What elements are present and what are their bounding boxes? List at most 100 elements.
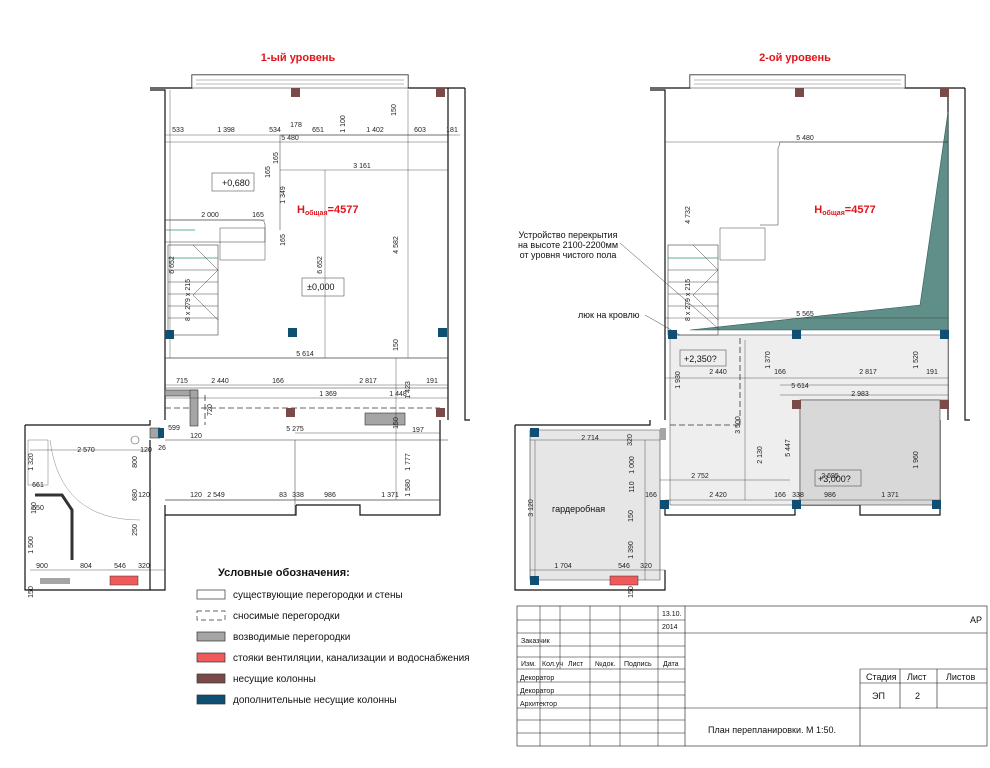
dimension-label: 1 423 <box>405 381 412 399</box>
dimension-label: 599 <box>168 425 180 432</box>
dimension-label: 2 983 <box>851 391 869 398</box>
dimension-label: 1 500 <box>28 536 35 554</box>
svg-text:Дата: Дата <box>663 661 679 668</box>
dimension-label: 1 520 <box>913 351 920 369</box>
dimension-label: 197 <box>412 427 424 434</box>
legend-label: дополнительные несущие колонны <box>233 695 397 706</box>
dimension-label: 1 777 <box>405 453 412 471</box>
dimension-label: 1 704 <box>554 563 572 570</box>
dimension-label: 1 390 <box>628 541 635 559</box>
dimension-label: 150 <box>628 510 635 522</box>
tb-stage: ЭП <box>872 691 885 701</box>
dimension-label: 2 817 <box>859 369 877 376</box>
dimension-label: 2 440 <box>709 369 727 376</box>
dimension-label: 2 440 <box>211 378 229 385</box>
dimension-label: 5 480 <box>796 135 814 142</box>
dimension-label: 1 398 <box>217 127 235 134</box>
dimension-label: 651 <box>312 127 324 134</box>
dimension-label: 1 448 <box>389 391 407 398</box>
tb-role-3: Архитектор <box>520 701 557 708</box>
dimension-label: 165 <box>280 234 287 246</box>
elevation-mark-zero: ±0,000 <box>307 282 334 292</box>
dimension-label: 166 <box>774 369 786 376</box>
dimension-label: 546 <box>114 563 126 570</box>
stairs-dim-l2: 8 x 279 x 215 <box>685 279 692 321</box>
note-line-2: на высоте 2100-2200мм <box>518 240 618 250</box>
extra-column <box>438 328 447 337</box>
legend-swatch <box>196 694 226 705</box>
window-top <box>191 74 409 89</box>
dimension-label: 2 817 <box>359 378 377 385</box>
dimension-label: 320 <box>627 434 634 446</box>
level-1-plan: 1-ый уровень <box>24 52 470 598</box>
dimension-label: 165 <box>252 212 264 219</box>
dimension-label: 720 <box>207 404 214 416</box>
dimension-label: 150 <box>393 417 400 429</box>
legend-label: сносимые перегородки <box>233 611 340 622</box>
dimension-label: 5 565 <box>796 311 814 318</box>
title-block <box>516 605 988 747</box>
dimension-label: 150 <box>31 502 38 514</box>
tb-customer: Заказчик <box>521 638 551 645</box>
dimension-label: 338 <box>292 492 304 499</box>
dimension-label: 3 120 <box>528 499 535 517</box>
dimension-label: 3 500 <box>735 416 742 434</box>
dimension-label: 1 930 <box>675 371 682 389</box>
pipe-riser <box>109 575 139 586</box>
dimension-label: 1 100 <box>340 115 347 133</box>
dimension-label: 4 582 <box>393 236 400 254</box>
dimension-label: 2 714 <box>581 435 599 442</box>
legend-label: возводимые перегородки <box>233 632 350 643</box>
wall-bath <box>149 440 166 590</box>
svg-text:Стадия: Стадия <box>866 672 897 682</box>
extra-column <box>288 328 297 337</box>
dimension-label: 320 <box>138 563 150 570</box>
elevation-mark-a: +2,350? <box>684 354 717 364</box>
roof-hatch-label: люк на кровлю <box>578 310 640 320</box>
dimension-label: 1 960 <box>913 451 920 469</box>
dimension-label: 191 <box>926 369 938 376</box>
elevation-mark: +0,680 <box>222 178 250 188</box>
wardrobe-room <box>529 429 661 581</box>
dimension-label: 2 130 <box>757 446 764 464</box>
tb-role-1: Декоратор <box>520 675 554 682</box>
dimension-label: 120 <box>140 447 152 454</box>
dimension-label: 800 <box>132 456 139 468</box>
legend-label: стояки вентиляции, канализации и водосна… <box>233 652 470 664</box>
dimension-label: 2 570 <box>77 447 95 454</box>
dimension-label: 5 480 <box>281 135 299 142</box>
svg-text:Лист: Лист <box>907 672 927 682</box>
tb-sheet: 2 <box>915 691 920 701</box>
dimension-label: 1 000 <box>629 456 636 474</box>
dimension-label: 546 <box>618 563 630 570</box>
dimension-label: 120 <box>190 492 202 499</box>
dimension-label: 320 <box>640 563 652 570</box>
svg-text:Лист: Лист <box>568 661 584 668</box>
level-1-title: 1-ый уровень <box>261 52 336 64</box>
dimension-label: 804 <box>80 563 92 570</box>
column <box>286 408 295 417</box>
dimension-label: 1 370 <box>765 351 772 369</box>
dimension-label: 4 732 <box>685 206 692 224</box>
dimension-label: 5 614 <box>296 351 314 358</box>
roof-slope-overlay <box>689 111 949 331</box>
dimension-label: 2 000 <box>201 212 219 219</box>
room-label: гардеробная <box>552 504 605 514</box>
column <box>291 88 300 97</box>
dimension-label: 338 <box>792 492 804 499</box>
column <box>436 88 445 97</box>
svg-text:№док.: №док. <box>595 661 616 668</box>
legend: Условные обозначения: существующие перег… <box>196 567 470 706</box>
dimension-label: 5 447 <box>785 439 792 457</box>
dimension-label: 986 <box>824 492 836 499</box>
svg-text:Подпись: Подпись <box>624 661 652 668</box>
dimension-label: 533 <box>172 127 184 134</box>
legend-label: несущие колонны <box>233 674 316 685</box>
dimension-label: 2 549 <box>207 492 225 499</box>
legend-swatch <box>196 673 226 684</box>
svg-text:Листов: Листов <box>946 672 975 682</box>
tb-caption: План перепланировки. М 1:50. <box>708 725 836 735</box>
dimension-label: 900 <box>36 563 48 570</box>
elevation-mark-b: +3,000? <box>818 474 851 484</box>
